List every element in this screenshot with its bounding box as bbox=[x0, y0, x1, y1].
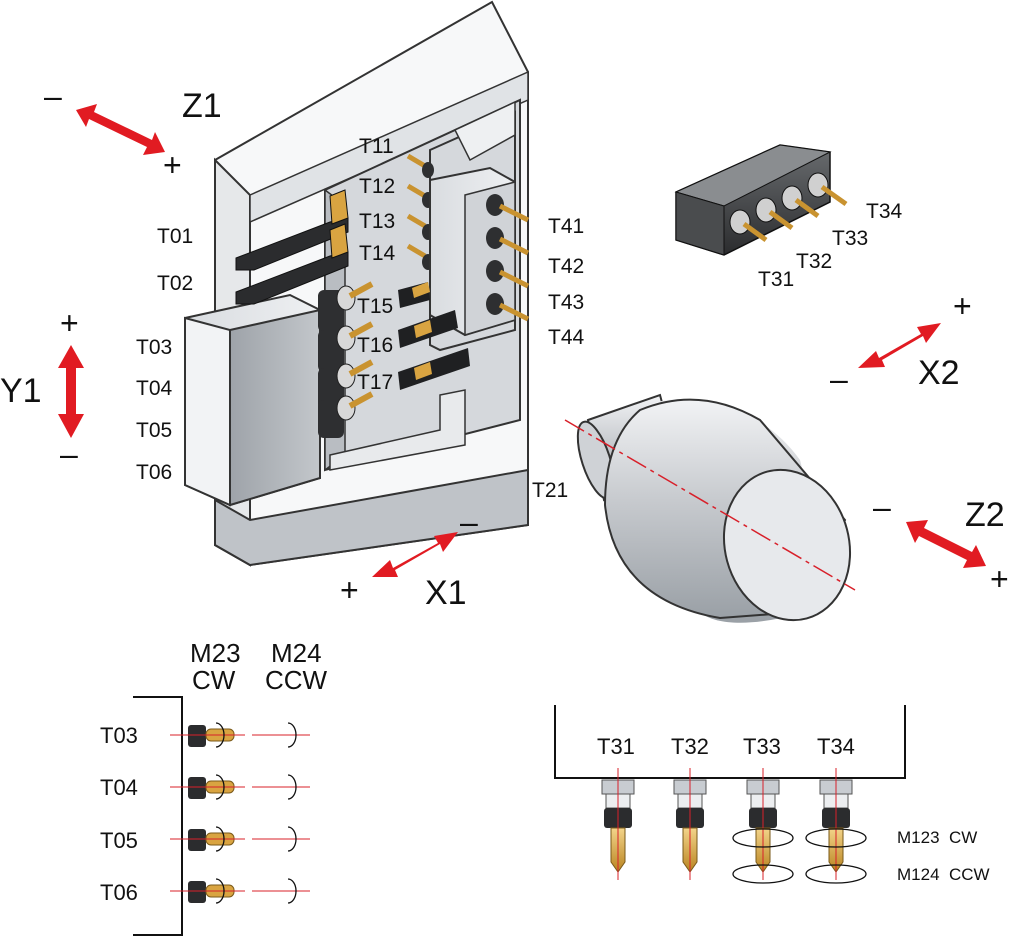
cw-header-code: M23 bbox=[190, 638, 241, 668]
gang-tool-block bbox=[674, 144, 848, 256]
tool-label-t41: T41 bbox=[548, 215, 584, 238]
z1-label: Z1 bbox=[182, 87, 222, 125]
tool-label-t42: T42 bbox=[548, 255, 584, 278]
main-spindle bbox=[564, 393, 856, 623]
z2-label: Z2 bbox=[965, 496, 1005, 534]
right-holder-pins bbox=[486, 194, 530, 322]
x1-label: X1 bbox=[425, 574, 467, 612]
left-holder-pins bbox=[318, 281, 374, 438]
x1-arrow bbox=[372, 532, 458, 577]
tool-label-t21: T21 bbox=[532, 479, 568, 502]
y1-plus: + bbox=[60, 305, 79, 341]
x2-plus: + bbox=[953, 288, 972, 324]
live-tool-housing: T31 T32 T33 T34 bbox=[554, 705, 990, 884]
tool-label-t14: T14 bbox=[359, 242, 396, 265]
gang-label-t31: T31 bbox=[758, 268, 794, 291]
rotation-direction-table: M23 CW M24 CCW T03 T04 T05 T06 bbox=[100, 638, 328, 936]
live-drill-t31 bbox=[601, 768, 635, 880]
x2-label: X2 bbox=[918, 354, 960, 392]
gang-label-t34: T34 bbox=[866, 200, 903, 223]
x1-plus: + bbox=[340, 572, 359, 608]
rotation-row-t04: T04 bbox=[100, 775, 138, 800]
rotation-tool-icons bbox=[170, 722, 310, 904]
y1-arrow bbox=[58, 345, 84, 438]
tool-label-t12: T12 bbox=[359, 175, 395, 198]
top-drill-pins bbox=[406, 153, 434, 270]
tool-label-t03: T03 bbox=[136, 336, 172, 359]
live-drill-t33 bbox=[732, 768, 794, 884]
live-drill-t32 bbox=[673, 768, 707, 880]
live-label-t31: T31 bbox=[597, 734, 635, 759]
cw-header-dir: CW bbox=[192, 665, 236, 695]
tool-label-t05: T05 bbox=[136, 419, 172, 442]
live-label-t34: T34 bbox=[817, 734, 855, 759]
tool-label-t43: T43 bbox=[548, 291, 584, 314]
tool-label-t06: T06 bbox=[136, 461, 172, 484]
tool-label-t15: T15 bbox=[357, 295, 393, 318]
z2-plus: + bbox=[990, 561, 1009, 597]
rotation-row-t03: T03 bbox=[100, 723, 138, 748]
live-label-t32: T32 bbox=[671, 734, 709, 759]
tool-label-t04: T04 bbox=[136, 377, 173, 400]
tool-label-t16: T16 bbox=[357, 334, 393, 357]
tool-label-t44: T44 bbox=[548, 326, 585, 349]
x2-minus: – bbox=[830, 361, 848, 397]
y1-label: Y1 bbox=[0, 372, 42, 410]
live-drill-t34 bbox=[805, 768, 867, 884]
z2-arrow bbox=[906, 520, 986, 568]
rotation-row-t06: T06 bbox=[100, 880, 138, 905]
tool-label-t11: T11 bbox=[359, 135, 394, 158]
x1-minus: – bbox=[460, 504, 478, 540]
gang-label-t33: T33 bbox=[832, 227, 868, 250]
rotation-row-t05: T05 bbox=[100, 828, 138, 853]
z1-arrow bbox=[76, 104, 165, 155]
ccw-header-code: M24 bbox=[271, 638, 322, 668]
tool-label-t17: T17 bbox=[357, 371, 393, 394]
z1-plus: + bbox=[163, 147, 182, 183]
ccw-header-dir: CCW bbox=[265, 665, 328, 695]
x2-arrow bbox=[858, 323, 941, 368]
z1-minus: – bbox=[44, 78, 62, 114]
m124-ccw-label: M124 CCW bbox=[897, 865, 990, 884]
turret-assembly bbox=[184, 0, 530, 567]
tool-label-t02: T02 bbox=[157, 272, 193, 295]
gang-label-t32: T32 bbox=[796, 250, 832, 273]
tool-label-t13: T13 bbox=[359, 210, 395, 233]
m123-cw-label: M123 CW bbox=[897, 828, 977, 847]
live-label-t33: T33 bbox=[743, 734, 781, 759]
y1-minus: – bbox=[60, 436, 78, 472]
z2-minus: – bbox=[873, 489, 891, 525]
axis-arrows bbox=[58, 104, 986, 577]
tool-label-t01: T01 bbox=[157, 225, 193, 248]
inner-turning-tools bbox=[398, 282, 470, 390]
